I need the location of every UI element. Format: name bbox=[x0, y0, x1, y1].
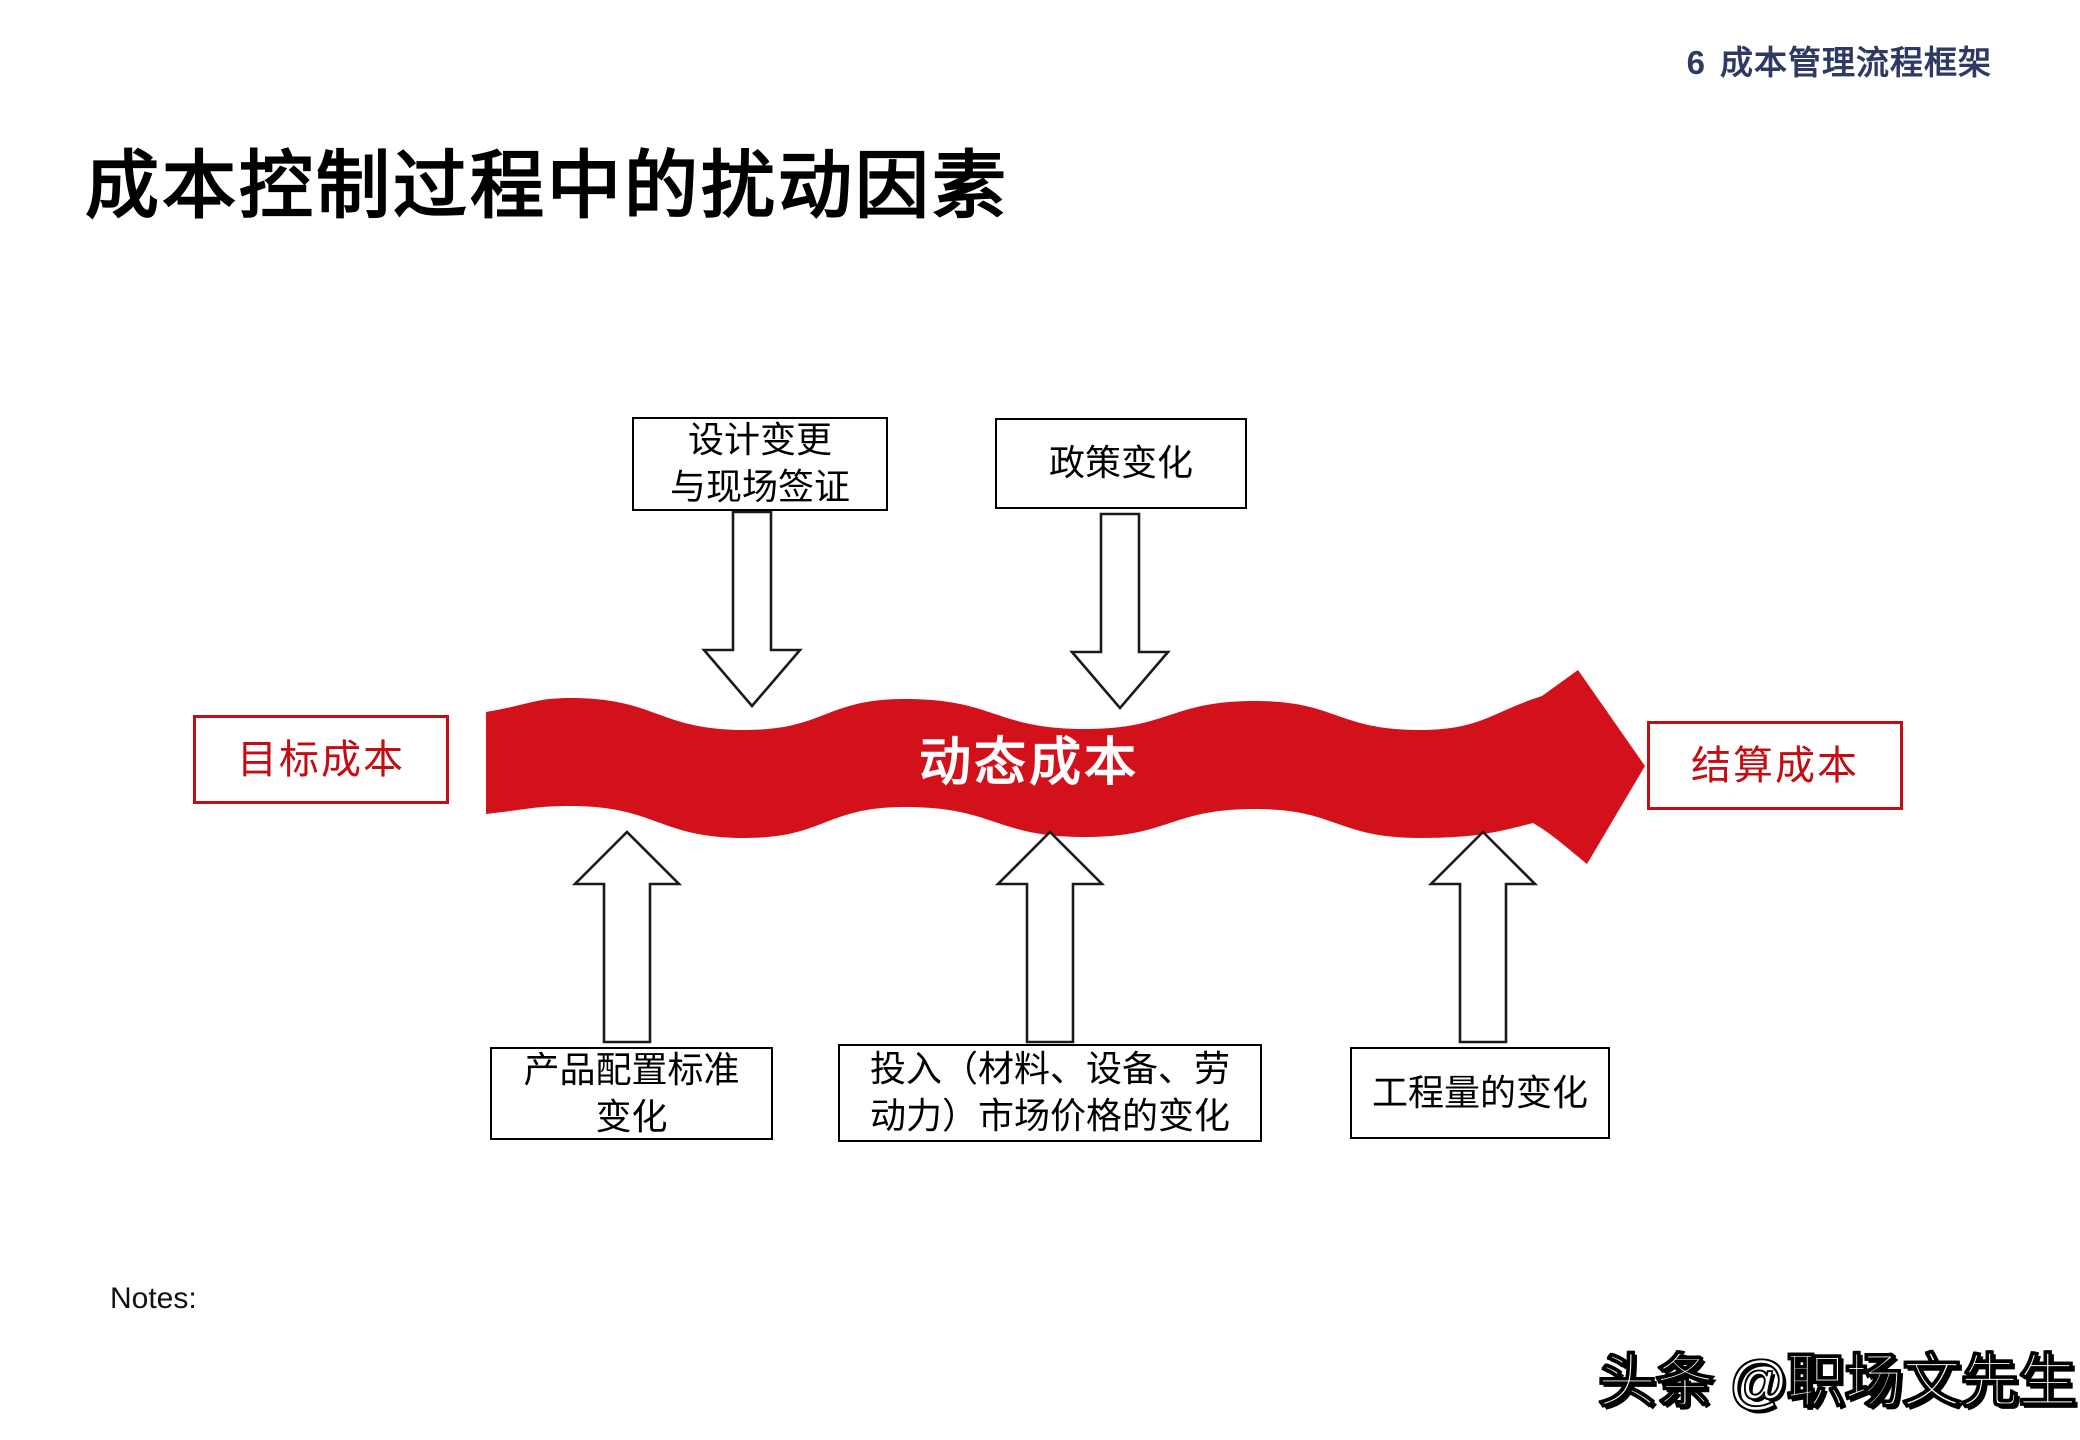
factor-box-product-config-line1: 产品配置标准 bbox=[523, 1049, 740, 1090]
up-arrow-input-price bbox=[994, 830, 1106, 1044]
target-cost-box: 目标成本 bbox=[193, 715, 449, 804]
factor-box-policy-change-line1: 政策变化 bbox=[1048, 443, 1193, 484]
factor-box-policy-change: 政策变化 bbox=[995, 418, 1247, 509]
watermark: 头条 @职场文先生 bbox=[1597, 1348, 2077, 1415]
down-arrow-design-change bbox=[701, 510, 803, 708]
factor-box-input-price-line2: 动力）市场价格的变化 bbox=[869, 1096, 1230, 1136]
slide-title: 成本控制过程中的扰动因素 bbox=[85, 146, 1009, 228]
page-header: 6 成本管理流程框架 bbox=[1687, 36, 1992, 84]
target-cost-label: 目标成本 bbox=[237, 736, 405, 782]
factor-box-design-change-line1: 设计变更 bbox=[687, 420, 832, 461]
factor-box-input-price: 投入（材料、设备、劳 动力）市场价格的变化 bbox=[838, 1044, 1262, 1142]
up-arrow-product-config bbox=[571, 830, 683, 1044]
page-number: 6 bbox=[1686, 44, 1706, 81]
settlement-cost-box: 结算成本 bbox=[1647, 721, 1903, 810]
down-arrow-policy-change bbox=[1069, 512, 1171, 710]
factor-box-design-change: 设计变更 与现场签证 bbox=[632, 417, 888, 511]
factor-box-product-config-line2: 变化 bbox=[595, 1096, 668, 1137]
factor-box-design-change-line2: 与现场签证 bbox=[669, 467, 850, 507]
notes-label: Notes: bbox=[110, 1282, 197, 1315]
up-arrow-quantity-change bbox=[1427, 830, 1539, 1044]
factor-box-input-price-line1: 投入（材料、设备、劳 bbox=[869, 1049, 1230, 1090]
factor-box-quantity-change: 工程量的变化 bbox=[1350, 1047, 1610, 1139]
dynamic-cost-label: 动态成本 bbox=[918, 734, 1139, 792]
dynamic-cost-band-arrow bbox=[486, 670, 1645, 864]
page-header-title: 成本管理流程框架 bbox=[1720, 46, 1992, 82]
settlement-cost-label: 结算成本 bbox=[1691, 742, 1859, 788]
factor-box-quantity-change-line1: 工程量的变化 bbox=[1371, 1072, 1588, 1113]
factor-box-product-config: 产品配置标准 变化 bbox=[490, 1047, 773, 1140]
